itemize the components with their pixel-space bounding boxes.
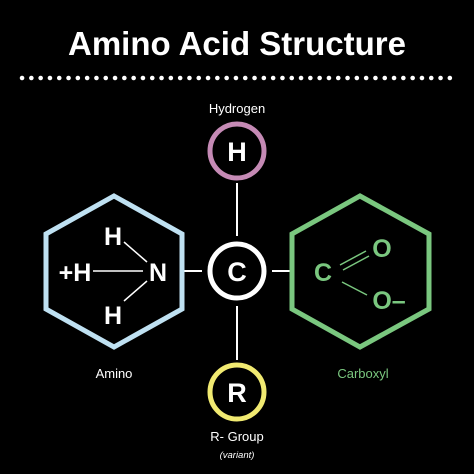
- amino-group: H +H N H Amino: [43, 193, 185, 381]
- r-group-circle: [207, 362, 267, 422]
- carboxyl-single-bond: [341, 281, 368, 296]
- r-group: R R- Group (variant): [207, 362, 267, 461]
- amino-h-left: +H: [59, 259, 92, 287]
- carboxyl-oxygen-top: O: [372, 235, 391, 263]
- amino-nitrogen: N: [149, 259, 167, 287]
- page-title: Amino Acid Structure: [68, 25, 406, 62]
- amino-hexagon: [43, 193, 185, 350]
- r-group-symbol: R: [227, 378, 247, 408]
- carboxyl-double-bond-b: [342, 255, 370, 271]
- carboxyl-group: C O O– Carboxyl: [289, 193, 432, 381]
- carbon-symbol: C: [227, 257, 247, 287]
- carboxyl-hexagon: [289, 193, 432, 350]
- r-group-note: (variant): [220, 450, 255, 461]
- carboxyl-label: Carboxyl: [337, 366, 388, 381]
- hydrogen-label: Hydrogen: [209, 101, 265, 116]
- center-carbon: C: [207, 241, 267, 301]
- amino-bond-h-bottom: [123, 280, 148, 302]
- carbon-circle: [207, 241, 267, 301]
- amino-label: Amino: [96, 366, 133, 381]
- amino-h-top: H: [104, 223, 122, 251]
- hydrogen-symbol: H: [227, 137, 247, 167]
- carboxyl-double-bond-a: [339, 250, 367, 266]
- carboxyl-oxygen-bottom: O–: [372, 287, 405, 315]
- amino-h-bottom: H: [104, 302, 122, 330]
- r-group-label: R- Group: [210, 429, 263, 444]
- hydrogen-circle: [207, 121, 267, 181]
- amino-bond-h-top: [123, 241, 148, 263]
- carboxyl-carbon: C: [314, 259, 332, 287]
- hydrogen-group: Hydrogen H: [207, 101, 267, 181]
